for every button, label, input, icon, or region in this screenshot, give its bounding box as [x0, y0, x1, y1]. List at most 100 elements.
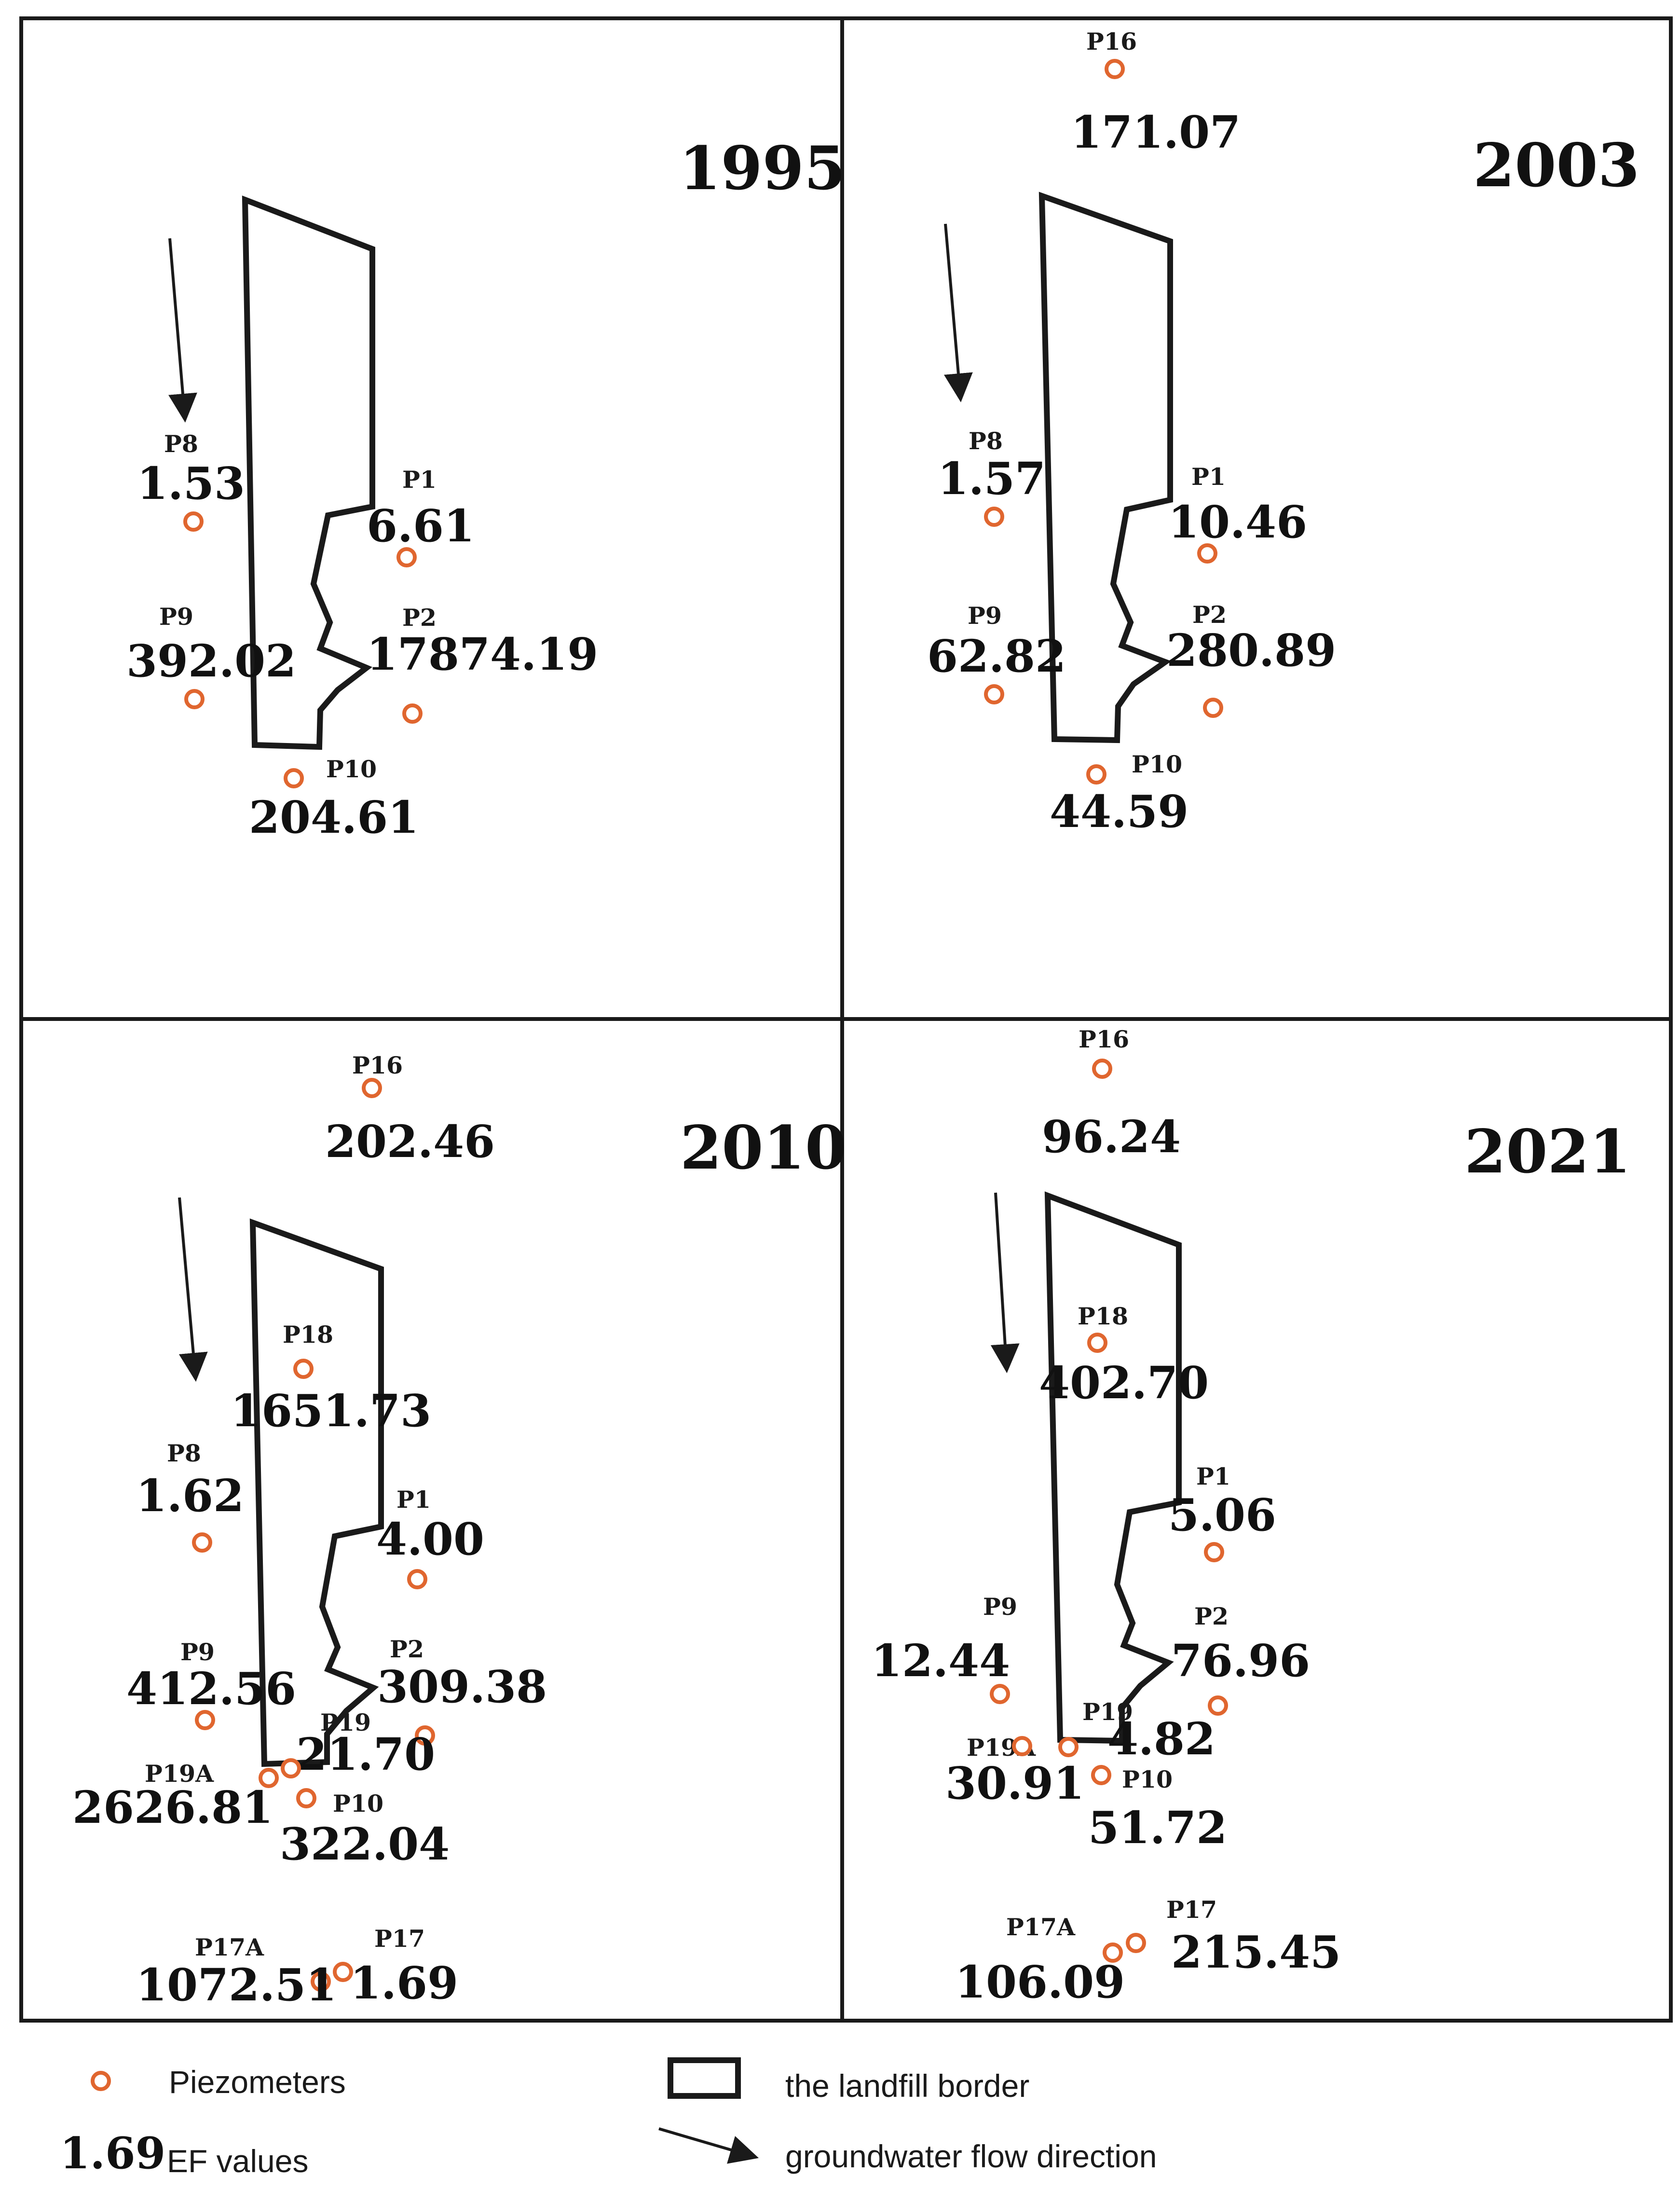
piezometer-label-p16: P16 — [1086, 28, 1137, 55]
piezometer-label-p17a: P17A — [195, 1933, 264, 1961]
ef-value-p10: 322.04 — [280, 1818, 450, 1870]
piezometer-label-p8: P8 — [969, 427, 1003, 455]
piezometer-marker-p9 — [990, 1684, 1010, 1704]
piezometer-marker-p18 — [1087, 1333, 1107, 1353]
legend-flow-arrow-symbol — [658, 2127, 759, 2164]
piezometer-marker-p1 — [407, 1569, 427, 1589]
ef-value-p1: 4.00 — [376, 1513, 485, 1565]
piezometer-marker-p1 — [1204, 1542, 1224, 1562]
piezometer-marker-p2 — [415, 1725, 435, 1746]
piezometer-label-p2: P2 — [1192, 601, 1227, 629]
ef-value-p1: 10.46 — [1168, 496, 1308, 548]
ef-value-p1: 6.61 — [367, 500, 475, 552]
piezometer-marker-p9 — [184, 689, 205, 709]
piezometer-label-p8: P8 — [167, 1439, 201, 1467]
piezometer-marker-p19 — [281, 1758, 301, 1778]
piezometer-label-p10: P10 — [333, 1790, 384, 1818]
ef-value-p17a: 106.09 — [955, 1956, 1125, 2008]
piezometer-marker-p18 — [293, 1359, 314, 1379]
piezometer-label-p18: P18 — [1078, 1302, 1129, 1330]
piezometer-label-p1: P1 — [396, 1486, 431, 1514]
piezometer-label-p19: P19 — [1082, 1698, 1134, 1726]
legend-landfill-border-symbol — [668, 2057, 741, 2099]
ef-value-p19a: 2626.81 — [72, 1781, 273, 1833]
piezometer-marker-p1 — [1197, 543, 1217, 564]
piezometer-label-p2: P2 — [1194, 1602, 1229, 1630]
piezometer-marker-p8 — [984, 507, 1004, 527]
piezometer-label-p9: P9 — [159, 603, 193, 631]
piezometer-marker-p9 — [984, 684, 1004, 704]
year-label: 1995 — [679, 134, 846, 204]
ef-value-p2: 309.38 — [377, 1661, 547, 1713]
flow-arrow-2010 — [178, 1197, 208, 1382]
piezometer-label-p1: P1 — [1191, 463, 1226, 491]
ef-value-p19: 21.70 — [296, 1728, 436, 1780]
piezometer-label-p8: P8 — [164, 430, 198, 458]
piezometer-marker-p16 — [362, 1078, 382, 1098]
piezometer-marker-p17 — [1126, 1933, 1146, 1953]
flow-arrow-2021 — [990, 1192, 1020, 1373]
piezometer-label-p10: P10 — [1132, 750, 1183, 778]
ef-value-p8: 1.53 — [137, 457, 246, 510]
piezometer-marker-p1 — [396, 547, 417, 567]
piezometer-label-p19: P19 — [320, 1708, 371, 1736]
ef-value-p9: 12.44 — [871, 1635, 1011, 1687]
ef-value-p16: 171.07 — [1071, 106, 1241, 158]
legend-flow-direction-text: groundwater flow direction — [785, 2138, 1157, 2174]
legend-landfill-border-text: the landfill border — [785, 2068, 1030, 2104]
piezometer-label-p10: P10 — [1122, 1765, 1173, 1793]
landfill-border-1995 — [242, 195, 375, 750]
piezometer-marker-p9 — [195, 1710, 215, 1730]
ef-value-p18: 1651.73 — [231, 1385, 432, 1437]
piezometer-marker-p10 — [1086, 764, 1106, 785]
ef-value-p2: 17874.19 — [367, 628, 599, 680]
piezometer-marker-p2 — [1208, 1695, 1228, 1716]
piezometer-label-p9: P9 — [983, 1593, 1017, 1621]
panel-grid — [19, 16, 1673, 2023]
piezometer-label-p16: P16 — [1079, 1025, 1130, 1053]
ef-value-p16: 96.24 — [1042, 1111, 1181, 1163]
piezometer-marker-p2 — [402, 703, 423, 724]
piezometer-label-p17a: P17A — [1006, 1913, 1076, 1941]
piezometer-marker-p16 — [1105, 59, 1125, 79]
ef-value-p2: 280.89 — [1166, 624, 1337, 676]
ef-value-p17: 215.45 — [1171, 1926, 1341, 1978]
year-label: 2010 — [680, 1113, 847, 1183]
piezometer-label-p2: P2 — [390, 1635, 424, 1663]
ef-value-p2: 76.96 — [1171, 1635, 1311, 1687]
year-label: 2021 — [1464, 1117, 1631, 1187]
ef-value-p19: 4.82 — [1107, 1713, 1216, 1765]
piezometer-label-p2: P2 — [402, 604, 437, 632]
ef-value-p8: 1.57 — [938, 453, 1046, 505]
ef-value-p9: 62.82 — [927, 630, 1066, 682]
ef-value-p18: 402.70 — [1039, 1357, 1209, 1409]
piezometer-marker-p10 — [284, 768, 304, 788]
ef-value-p16: 202.46 — [325, 1116, 495, 1168]
piezometer-label-p9: P9 — [968, 602, 1002, 630]
ef-value-p9: 412.56 — [126, 1663, 297, 1715]
piezometer-marker-p10 — [1091, 1765, 1111, 1785]
piezometer-marker-p17a — [311, 1971, 331, 1992]
ef-value-p8: 1.62 — [136, 1470, 245, 1522]
piezometer-label-p1: P1 — [1196, 1462, 1230, 1490]
ef-value-p9: 392.02 — [126, 635, 297, 687]
piezometer-label-p16: P16 — [352, 1051, 403, 1079]
landfill-border-2003 — [1038, 192, 1173, 744]
piezometer-label-p17: P17 — [374, 1925, 425, 1953]
ef-value-p10: 204.61 — [249, 791, 419, 843]
piezometer-marker-p16 — [1092, 1059, 1112, 1079]
legend-ef-values-text: EF values — [167, 2143, 309, 2179]
piezometer-label-p17: P17 — [1166, 1896, 1217, 1924]
piezometer-marker-p19 — [1058, 1737, 1079, 1757]
legend-ef-example: 1.69 — [60, 2128, 166, 2179]
piezometer-label-p10: P10 — [326, 755, 377, 783]
flow-arrow-2003 — [944, 223, 973, 402]
flow-arrow-1995 — [168, 238, 197, 423]
ef-value-p19a: 30.91 — [945, 1757, 1085, 1809]
landfill-border-2010 — [249, 1218, 384, 1767]
piezometer-marker-p19a — [1012, 1736, 1032, 1756]
legend-piezometers-text: Piezometers — [169, 2064, 346, 2100]
year-label: 2003 — [1473, 131, 1640, 201]
